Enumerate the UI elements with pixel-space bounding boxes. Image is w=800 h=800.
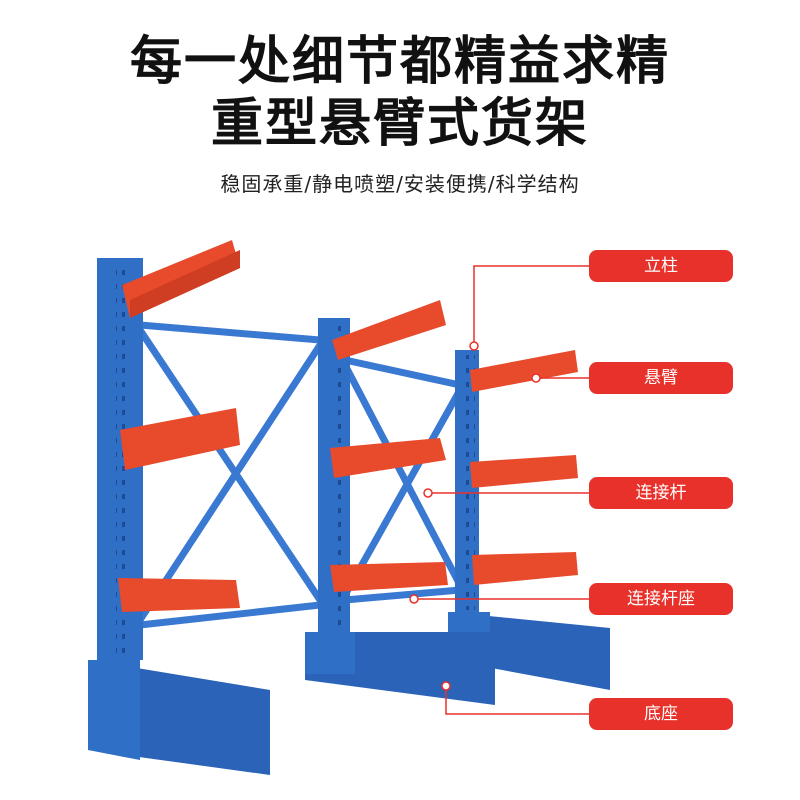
cantilever-arms xyxy=(118,240,578,612)
headline-line-1: 每一处细节都精益求精 xyxy=(129,32,670,92)
headline-line-2: 重型悬臂式货架 xyxy=(210,94,589,154)
leader-lines xyxy=(414,265,589,715)
leader-dots xyxy=(409,341,541,691)
label-connecting-rod-seat: 连接杆座 xyxy=(589,583,733,615)
label-cantilever-arm: 悬臂 xyxy=(589,362,733,394)
label-upright: 立柱 xyxy=(589,250,733,282)
subtitle: 稳固承重/静电喷塑/安装便携/科学结构 xyxy=(220,172,580,196)
label-base: 底座 xyxy=(589,698,733,730)
label-connecting-rod: 连接杆 xyxy=(589,477,733,509)
connecting-rods xyxy=(136,321,464,629)
